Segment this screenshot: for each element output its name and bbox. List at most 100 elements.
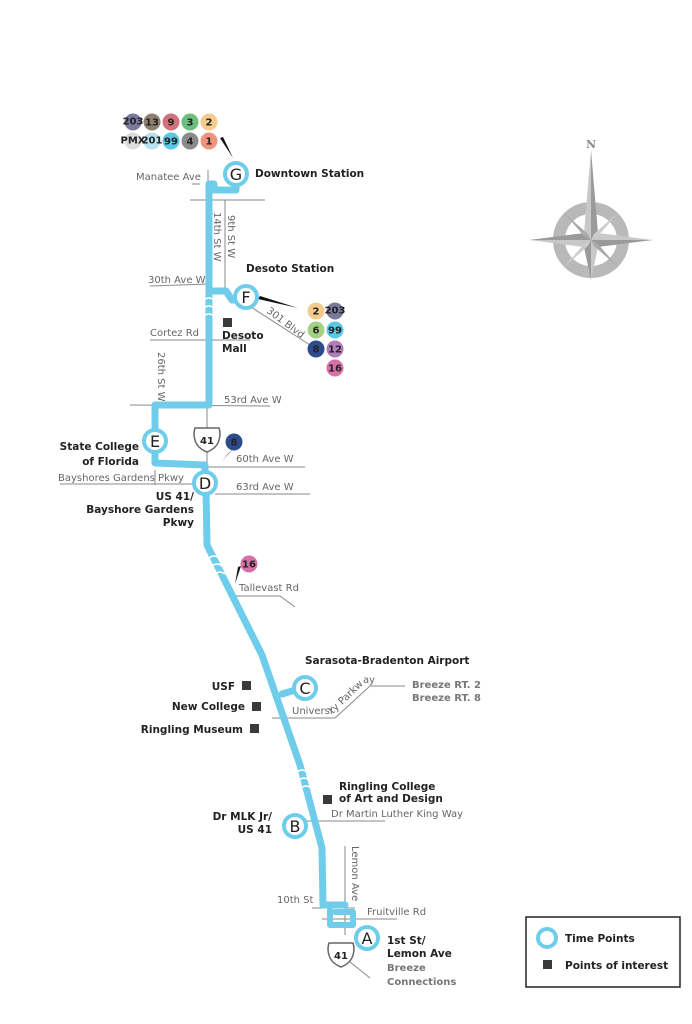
street-label: Bayshores Gardens Pkwy (58, 473, 184, 484)
legend-label: Time Points (565, 933, 635, 945)
route-badge-2: 2 (200, 113, 218, 131)
street-tallevast-line (235, 595, 296, 608)
street-label: Fruitville Rd (367, 907, 426, 918)
route-badge-circle (307, 321, 325, 339)
route-badge-label: 1 (206, 137, 213, 148)
route-badge-label: 16 (328, 364, 342, 375)
route-badge-label: 4 (187, 137, 194, 148)
route-badge-circle (240, 555, 258, 573)
street-label: 10th St (277, 895, 314, 906)
street-label: Lemon Ave (349, 846, 360, 901)
poi-marker (252, 702, 261, 711)
timepoint-label: Pkwy (163, 517, 194, 529)
route-badge-circle (326, 321, 344, 339)
route-badge-label: 12 (328, 345, 342, 356)
route-badge-label: 2 (206, 118, 213, 129)
svg-text:41: 41 (334, 951, 348, 962)
svg-text:G: G (230, 165, 242, 184)
route-badge-circle (162, 113, 180, 131)
route-badge-label: 9 (168, 118, 175, 129)
route-badge-99: 99 (162, 132, 180, 150)
timepoint-note: Breeze RT. 8 (412, 693, 481, 704)
route-badge-16: 16 (240, 555, 258, 573)
route-badge-label: 16 (242, 560, 256, 571)
poi-marker (250, 724, 259, 733)
street-label: Cortez Rd (150, 328, 199, 339)
route-badge-circle (143, 132, 161, 150)
timepoint-label: US 41 (238, 824, 272, 836)
poi-label: Ringling Museum (141, 724, 243, 736)
route-badge-8: 8 (307, 340, 325, 358)
svg-text:B: B (290, 817, 301, 836)
legend-label: Points of interest (565, 960, 668, 972)
legend-timepoint-icon (536, 927, 558, 949)
route-badge-circle (181, 113, 199, 131)
compass-rose: N (529, 138, 653, 280)
route-badge-circle (307, 340, 325, 358)
street-line (349, 961, 371, 979)
poi-label: Desoto (222, 330, 264, 342)
poi-marker (223, 318, 232, 327)
street-label: Dr Martin Luther King Way (331, 809, 463, 820)
timepoint-note: Connections (387, 977, 456, 988)
route-badge-label: 203 (123, 117, 144, 128)
street-label: Manatee Ave (136, 172, 201, 183)
poi-label: Mall (222, 343, 247, 355)
legend: Time Points Points of interest (525, 916, 681, 988)
timepoint-label: Downtown Station (255, 168, 364, 180)
route-badge-4: 4 (181, 132, 199, 150)
poi-label: of Art and Design (339, 793, 443, 805)
street-label: 9th St W (225, 215, 236, 258)
route-badge-circle (124, 132, 142, 150)
timepoint-B[interactable]: B (282, 813, 308, 839)
route-badge-circle (200, 113, 218, 131)
route-badge-label: 201 (142, 136, 163, 147)
route-badge-3: 3 (181, 113, 199, 131)
timepoint-C[interactable]: C (292, 675, 318, 701)
route-badge-label: 99 (164, 137, 178, 148)
timepoint-label: Lemon Ave (387, 948, 452, 960)
route-badge-circle (326, 359, 344, 377)
street-label: 53rd Ave W (224, 395, 282, 406)
timepoint-label: State College (60, 441, 139, 453)
route-badge-circle (200, 132, 218, 150)
timepoint-A[interactable]: A (354, 925, 380, 951)
route-badge-label: 203 (325, 306, 346, 317)
timepoint-G[interactable]: G (223, 161, 249, 187)
street-label: 26th St W (155, 352, 166, 402)
route-badge-circle (326, 302, 344, 320)
route-badge-8: 8 (225, 433, 243, 451)
timepoint-label: Sarasota-Bradenton Airport (305, 655, 469, 667)
badge-pointers (220, 137, 298, 584)
svg-text:F: F (241, 288, 250, 307)
bridge-symbols (203, 297, 312, 789)
svg-text:41: 41 (200, 436, 214, 447)
route-badge-circle (124, 113, 142, 131)
timepoint-label: Bayshore Gardens (86, 504, 194, 516)
route-badge-circle (225, 433, 243, 451)
timepoint-F[interactable]: F (233, 284, 259, 310)
poi-label: Ringling College (339, 781, 435, 793)
poi-marker (323, 795, 332, 804)
poi-marker (242, 681, 251, 690)
street-label: Tallevast Rd (238, 583, 299, 594)
timepoint-E[interactable]: E (142, 428, 168, 454)
route-badge-1: 1 (200, 132, 218, 150)
svg-text:D: D (199, 474, 211, 493)
timepoint-D[interactable]: D (192, 470, 218, 496)
route-badge-label: 6 (313, 326, 320, 337)
street-label: 301 Blvd (264, 306, 306, 341)
route-badge-16: 16 (326, 359, 344, 377)
route-badge-label: PMX (121, 136, 146, 147)
svg-text:C: C (299, 679, 310, 698)
route-badge-label: 8 (313, 345, 320, 356)
street-label: 60th Ave W (236, 454, 294, 465)
route-badge-203: 203 (325, 302, 346, 320)
route-badge-circle (326, 340, 344, 358)
poi-label: New College (172, 701, 245, 713)
poi-label: USF (212, 681, 235, 693)
route-badge-12: 12 (326, 340, 344, 358)
us41-shield: 41 (327, 942, 355, 968)
